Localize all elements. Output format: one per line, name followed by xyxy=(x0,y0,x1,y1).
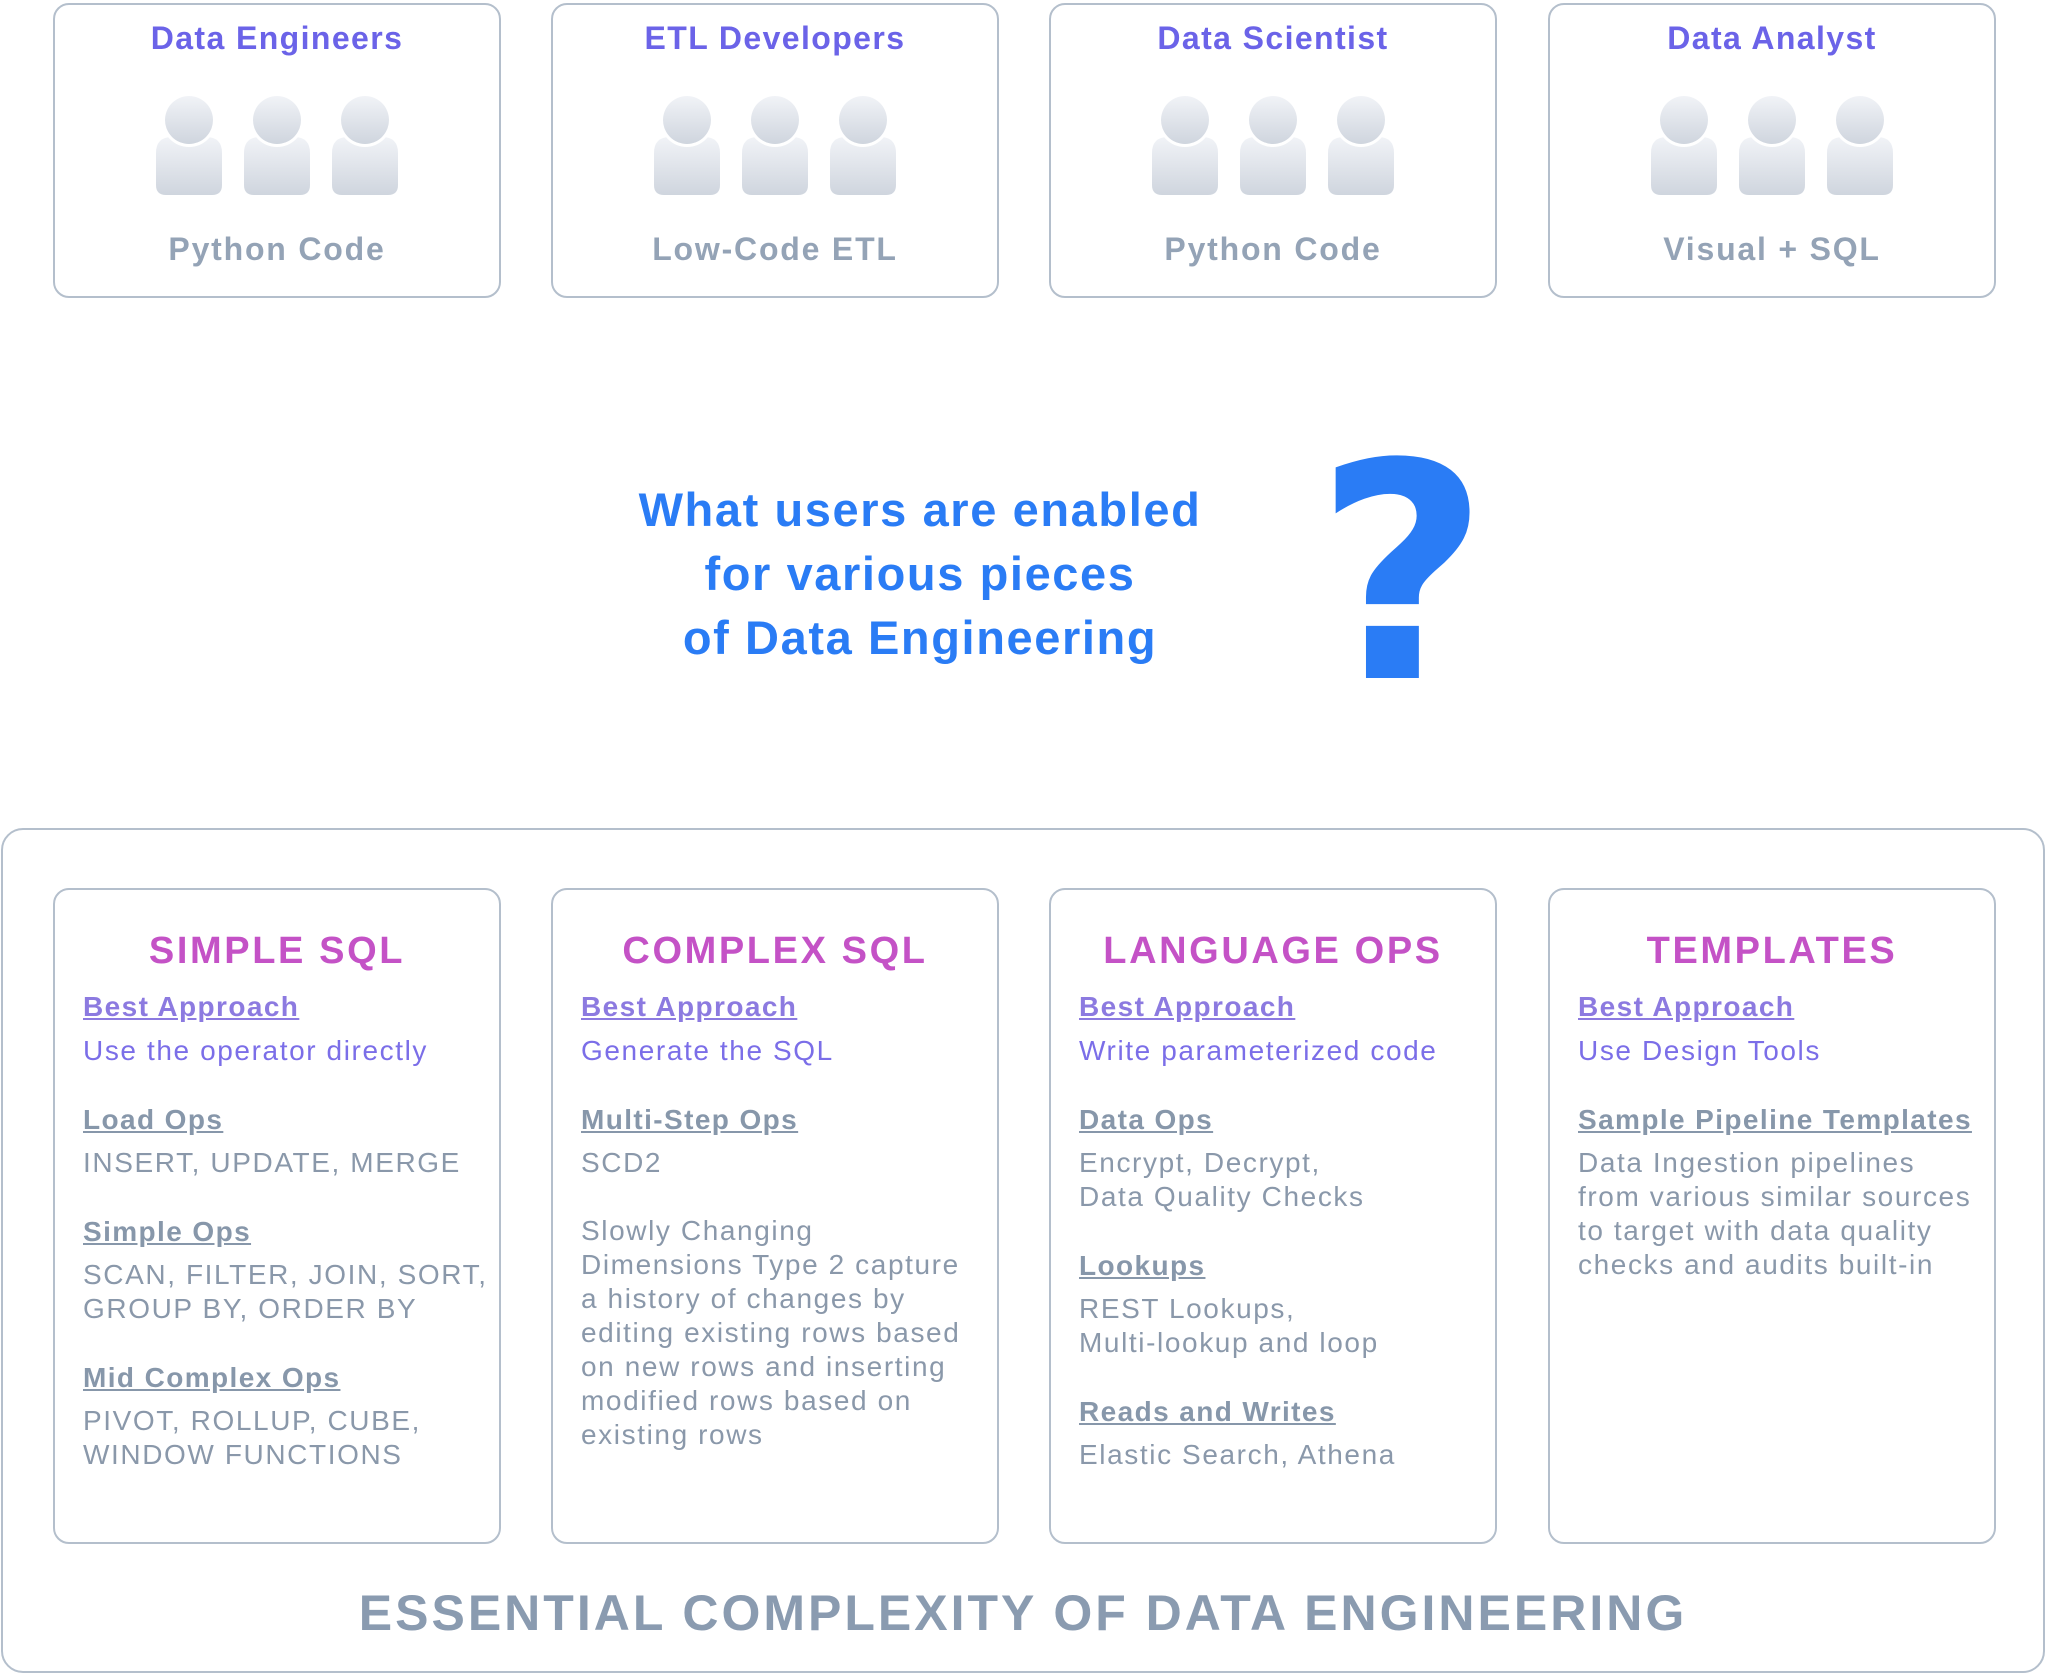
people-group xyxy=(1051,93,1495,199)
person-icon xyxy=(1240,93,1306,195)
question-mark-icon: ? xyxy=(1315,400,1490,749)
op-card-complex-sql: COMPLEX SQL Best Approach Generate the S… xyxy=(551,888,999,1544)
section-text: SCD2 xyxy=(581,1147,663,1178)
person-icon xyxy=(654,93,720,195)
op-card-title: COMPLEX SQL xyxy=(622,930,928,972)
op-card-title: TEMPLATES xyxy=(1646,930,1898,972)
section-text: SCAN, FILTER, JOIN, SORT, xyxy=(83,1259,488,1290)
user-card-title: ETL Developers xyxy=(644,20,906,56)
section-heading: Load Ops xyxy=(83,1104,224,1135)
user-card-data-scientist: Data Scientist Python Code xyxy=(1049,3,1497,298)
person-icon xyxy=(244,93,310,195)
section-text: WINDOW FUNCTIONS xyxy=(83,1439,403,1470)
person-icon xyxy=(1651,93,1717,195)
op-card-title: LANGUAGE OPS xyxy=(1103,930,1443,972)
best-approach-value: Generate the SQL xyxy=(581,1035,834,1066)
footer-title: ESSENTIAL COMPLEXITY OF DATA ENGINEERING xyxy=(358,1585,1688,1641)
section-heading: Mid Complex Ops xyxy=(83,1362,341,1393)
question-line: for various pieces xyxy=(704,547,1136,600)
person-icon xyxy=(830,93,896,195)
section-text: editing existing rows based xyxy=(581,1317,961,1348)
user-card-data-analyst: Data Analyst Visual + SQL xyxy=(1548,3,1996,298)
person-icon xyxy=(742,93,808,195)
op-card-title: SIMPLE SQL xyxy=(148,930,406,972)
complexity-frame xyxy=(1,828,2045,1673)
user-card-etl-developers: ETL Developers Low-Code ETL xyxy=(551,3,999,298)
section-heading: Lookups xyxy=(1079,1250,1206,1281)
user-card-data-engineers: Data Engineers Python Code xyxy=(53,3,501,298)
op-card-language-ops: LANGUAGE OPS Best Approach Write paramet… xyxy=(1049,888,1497,1544)
op-card-body: Best Approach Use the operator directly … xyxy=(83,990,491,1472)
op-card-body: Best Approach Use Design Tools Sample Pi… xyxy=(1578,990,1986,1282)
section-heading: Multi-Step Ops xyxy=(581,1104,799,1135)
best-approach-label: Best Approach xyxy=(1578,991,1795,1022)
section-heading: Data Ops xyxy=(1079,1104,1214,1135)
person-icon xyxy=(1827,93,1893,195)
section-text: Data Quality Checks xyxy=(1079,1181,1365,1212)
best-approach-label: Best Approach xyxy=(1079,991,1296,1022)
section-text: GROUP BY, ORDER BY xyxy=(83,1293,418,1324)
people-group xyxy=(553,93,997,199)
person-icon xyxy=(156,93,222,195)
section-text: on new rows and inserting xyxy=(581,1351,947,1382)
section-text: Elastic Search, Athena xyxy=(1079,1439,1396,1470)
user-card-subtitle: Python Code xyxy=(1164,231,1382,267)
person-icon xyxy=(1328,93,1394,195)
central-question: What users are enabled for various piece… xyxy=(560,478,1280,670)
best-approach-label: Best Approach xyxy=(581,991,798,1022)
op-card-body: Best Approach Write parameterized code D… xyxy=(1079,990,1487,1472)
section-heading: Reads and Writes xyxy=(1079,1396,1336,1427)
user-card-subtitle: Low-Code ETL xyxy=(652,231,898,267)
section-text: PIVOT, ROLLUP, CUBE, xyxy=(83,1405,422,1436)
section-text: checks and audits built-in xyxy=(1578,1249,1934,1280)
section-text: INSERT, UPDATE, MERGE xyxy=(83,1147,461,1178)
user-card-subtitle: Python Code xyxy=(168,231,386,267)
section-text: Encrypt, Decrypt, xyxy=(1079,1147,1321,1178)
section-text: existing rows xyxy=(581,1419,764,1450)
people-group xyxy=(55,93,499,199)
section-text: to target with data quality xyxy=(1578,1215,1933,1246)
section-text: REST Lookups, xyxy=(1079,1293,1296,1324)
section-text: modified rows based on xyxy=(581,1385,912,1416)
person-icon xyxy=(332,93,398,195)
section-text: from various similar sources xyxy=(1578,1181,1972,1212)
best-approach-value: Write parameterized code xyxy=(1079,1035,1438,1066)
people-group xyxy=(1550,93,1994,199)
user-card-subtitle: Visual + SQL xyxy=(1663,231,1881,267)
best-approach-value: Use the operator directly xyxy=(83,1035,429,1066)
best-approach-value: Use Design Tools xyxy=(1578,1035,1821,1066)
section-text: Data Ingestion pipelines xyxy=(1578,1147,1916,1178)
scd2-description: Slowly Changing Dimensions Type 2 captur… xyxy=(581,1214,989,1452)
user-card-title: Data Engineers xyxy=(150,20,404,56)
section-heading: Simple Ops xyxy=(83,1216,252,1247)
best-approach-label: Best Approach xyxy=(83,991,300,1022)
op-card-templates: TEMPLATES Best Approach Use Design Tools… xyxy=(1548,888,1996,1544)
person-icon xyxy=(1152,93,1218,195)
question-line: of Data Engineering xyxy=(682,611,1158,664)
user-card-title: Data Analyst xyxy=(1667,20,1877,56)
question-line: What users are enabled xyxy=(638,483,1202,536)
section-text: a history of changes by xyxy=(581,1283,906,1314)
user-card-title: Data Scientist xyxy=(1157,20,1389,56)
op-card-body: Best Approach Generate the SQL Multi-Ste… xyxy=(581,990,989,1452)
section-text: Slowly Changing xyxy=(581,1215,814,1246)
section-text: Multi-lookup and loop xyxy=(1079,1327,1379,1358)
section-text: Dimensions Type 2 capture xyxy=(581,1249,960,1280)
op-card-simple-sql: SIMPLE SQL Best Approach Use the operato… xyxy=(53,888,501,1544)
section-heading: Sample Pipeline Templates xyxy=(1578,1104,1972,1135)
person-icon xyxy=(1739,93,1805,195)
